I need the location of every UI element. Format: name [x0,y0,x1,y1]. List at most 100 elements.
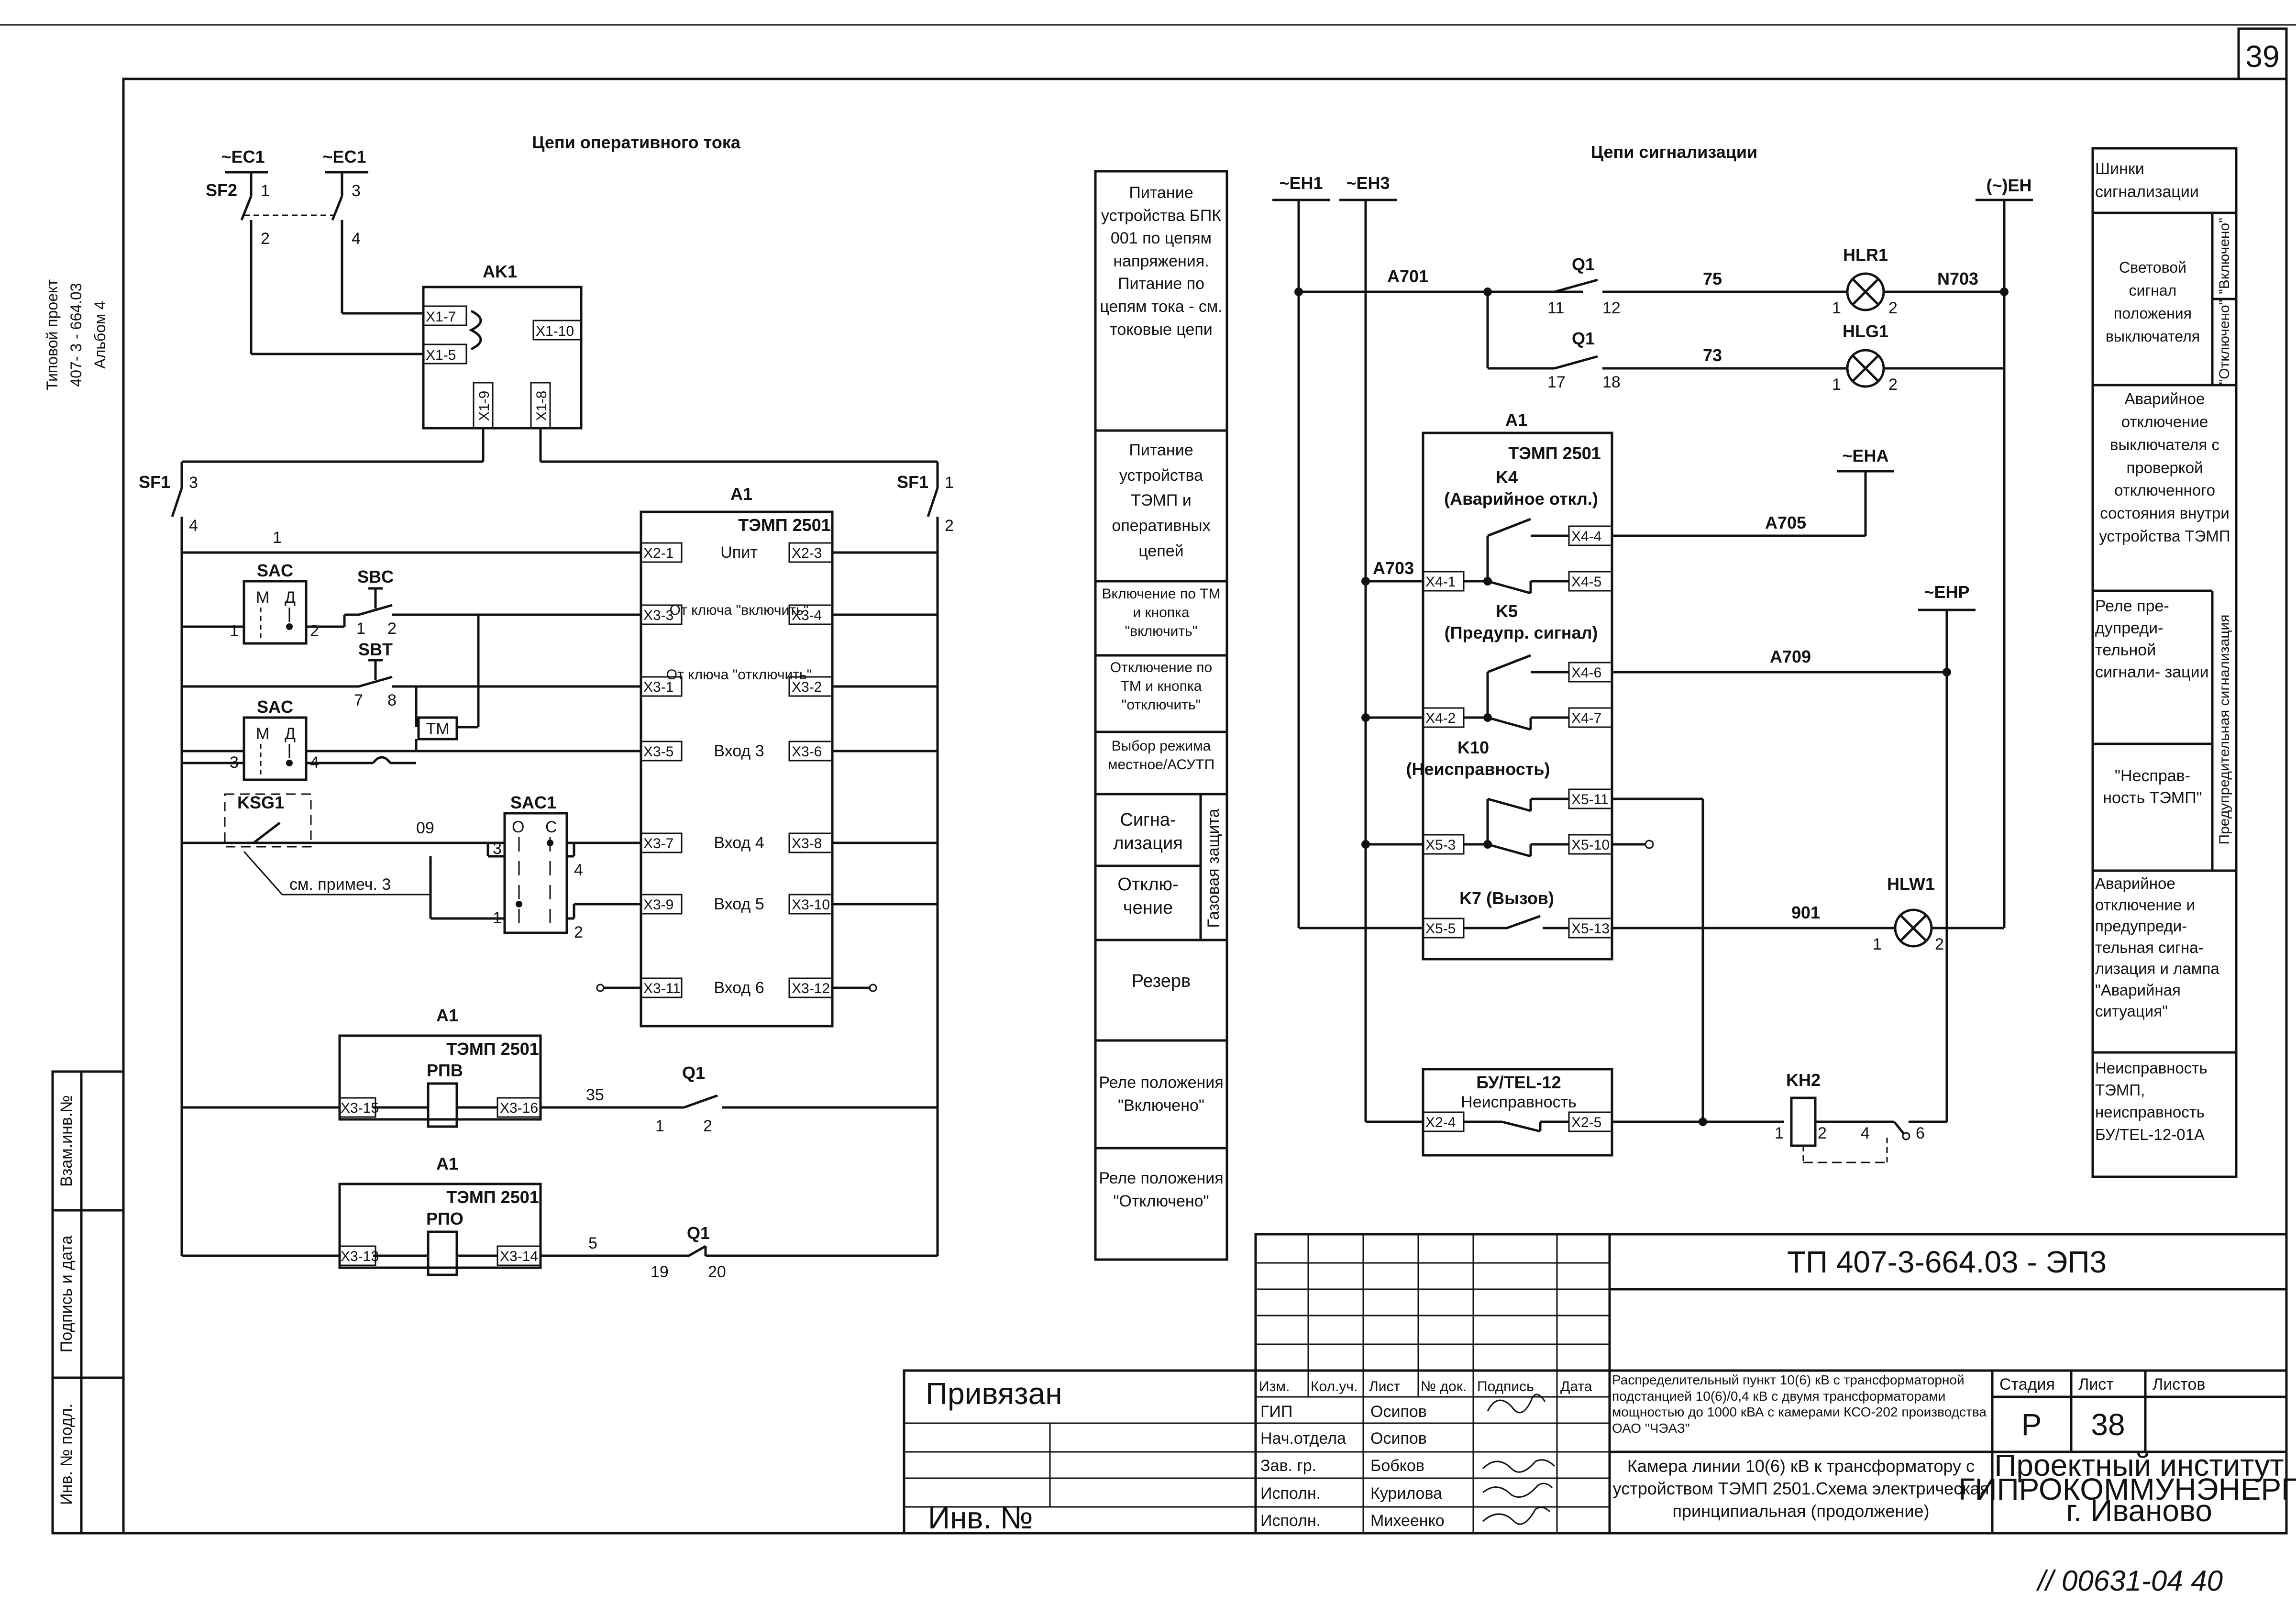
a1-row-2: X3-1 X3-2 От ключа "отключить" [416,667,938,697]
svg-text:X5-3: X5-3 [1425,837,1456,853]
svg-text:X3-5: X3-5 [643,744,673,760]
svg-text:1: 1 [1775,1124,1784,1142]
q1-sig-label-2: Q1 [1572,329,1595,348]
ec1-right-label: ~EC1 [322,147,366,166]
project-line1: Типовой проект [44,279,61,390]
svg-text:1: 1 [1832,376,1841,394]
q1-sig-label-1: Q1 [1572,254,1595,274]
privyazan-label: Привязан [926,1376,1062,1411]
a1-row-0: X2-1 X2-3 Uпит 1 [182,529,938,563]
svg-text:4: 4 [574,861,583,879]
role-0: ГИП [1260,1403,1292,1421]
name-1: Осипов [1370,1429,1427,1448]
right-cell-3: Реле пре- дупреди- тельной сигнали- заци… [2095,597,2209,681]
eha-label: ~EHA [1842,446,1888,465]
svg-text:X3-8: X3-8 [792,836,822,852]
stage-header: Стадия [1999,1375,2055,1394]
mid-cell-5: Сигна- лизация [1113,810,1183,854]
svg-text:X4-2: X4-2 [1425,710,1456,726]
svg-text:X2-5: X2-5 [1571,1115,1601,1130]
svg-text:8: 8 [387,691,397,709]
sf2-label: SF2 [206,180,237,200]
svg-text:35: 35 [586,1086,604,1104]
svg-text:Кол.уч.: Кол.уч. [1311,1379,1358,1394]
a701-label: A701 [1387,266,1428,286]
signature-3 [1482,1482,1553,1498]
object-description: Распределительный пункт 10(6) кВ с транс… [1612,1372,1987,1436]
svg-text:Изм.: Изм. [1259,1379,1290,1394]
signature-4 [1482,1506,1551,1525]
svg-text:1: 1 [1832,299,1841,317]
svg-text:Вход 3: Вход 3 [714,742,764,760]
mid-cell-2: Включение по ТМ и кнопка "включить" [1102,586,1221,639]
project-line2: 407- 3 - 664.03 [67,283,85,387]
svg-text:3: 3 [230,753,239,772]
bu-tel-label: БУ/TEL-12 [1476,1073,1561,1092]
designation: ТП 407-3-664.03 - ЭП3 [1787,1245,2107,1279]
middle-column: Питание устройства БПК 001 по цепям напр… [1094,170,1228,1261]
ak1-term-x1-9: X1-9 [476,391,492,421]
right-cell-4: "Неспрaв- ность ТЭМП" [2103,767,2202,807]
vertical-off: "Отключено" [2217,300,2232,385]
handwritten-footer: // 00631-04 40 [2036,1565,2223,1597]
svg-text:X2-4: X2-4 [1425,1115,1456,1130]
svg-text:ТЭМП 2501: ТЭМП 2501 [446,1039,539,1059]
a1-label: A1 [730,484,752,504]
a705-label: A705 [1765,513,1806,532]
svg-text:4: 4 [352,230,361,248]
a703-label: A703 [1373,558,1414,578]
svg-text:X5-5: X5-5 [1425,921,1456,937]
svg-text:1: 1 [261,182,270,200]
k7-label: K7 (Вызов) [1459,888,1554,908]
mid-cell-6: Отклю- чение [1117,874,1179,918]
page-number: 39 [2245,39,2279,74]
svg-text:Д: Д [285,588,296,607]
mid-cell-8: Реле положения "Включено" [1099,1073,1224,1115]
right-cell-6: Неисправность ТЭМП, неисправность БУ/TEL… [2095,1059,2208,1143]
svg-text:1: 1 [356,619,365,638]
svg-text:Дата: Дата [1560,1379,1592,1394]
svg-text:М: М [256,725,269,743]
sac1-label: SAC1 [510,793,556,812]
eh3-label: ~EH3 [1346,173,1390,193]
svg-text:7: 7 [354,691,363,709]
svg-text:X3-11: X3-11 [643,981,681,996]
sac1-switch [503,812,568,934]
a709-label: A709 [1770,647,1811,666]
svg-text:5: 5 [588,1234,597,1252]
signature-1 [1487,1394,1546,1414]
svg-text:О: О [512,818,524,836]
stamp-original-inv: Инв. № подл. [57,1404,76,1505]
sheets-header: Листов [2152,1375,2205,1394]
a1-sig-block [1422,431,1613,961]
svg-text:2: 2 [574,923,583,941]
svg-text:18: 18 [1602,373,1621,391]
rpv-label: РПВ [427,1061,463,1080]
svg-text:X3-4: X3-4 [792,608,822,623]
wire-09: 09 [416,819,434,837]
svg-text:X3-13: X3-13 [341,1249,379,1264]
sac-label-2: SAC [257,697,293,717]
ak1-coil [468,310,482,351]
a1-row-1: X3-3 X3-4 От ключа "включить" [478,602,938,625]
title-block: Привязан Инв. № ТП 407-3-664.03 - ЭП3 Из… [903,1233,2296,1535]
right-cell-5: Аварийное отключение и предупреди- тельн… [2095,874,2219,1020]
mid-cell-4: Выбор режима местное/АСУТП [1107,738,1215,773]
a1-temp-block [640,510,834,1028]
a1-row-6: X3-11 X3-12 Вход 6 [596,977,877,998]
svg-text:X3-7: X3-7 [643,836,673,852]
wire-901: 901 [1791,903,1820,922]
name-3: Курилова [1370,1484,1442,1503]
mid-cell-7: Резерв [1131,971,1191,991]
ksg1-label: KSG1 [237,793,284,812]
ak1-term-x1-8: X1-8 [534,391,550,421]
svg-text:Вход 5: Вход 5 [714,895,764,913]
signal-circuits-title: Цепи сигнализации [1591,142,1757,162]
page-number-box [2237,27,2288,80]
kh2-label: KH2 [1786,1070,1821,1090]
ksg1-frame [224,793,312,848]
svg-text:1: 1 [493,909,502,927]
org-line3: г. Иваново [2066,1493,2212,1528]
